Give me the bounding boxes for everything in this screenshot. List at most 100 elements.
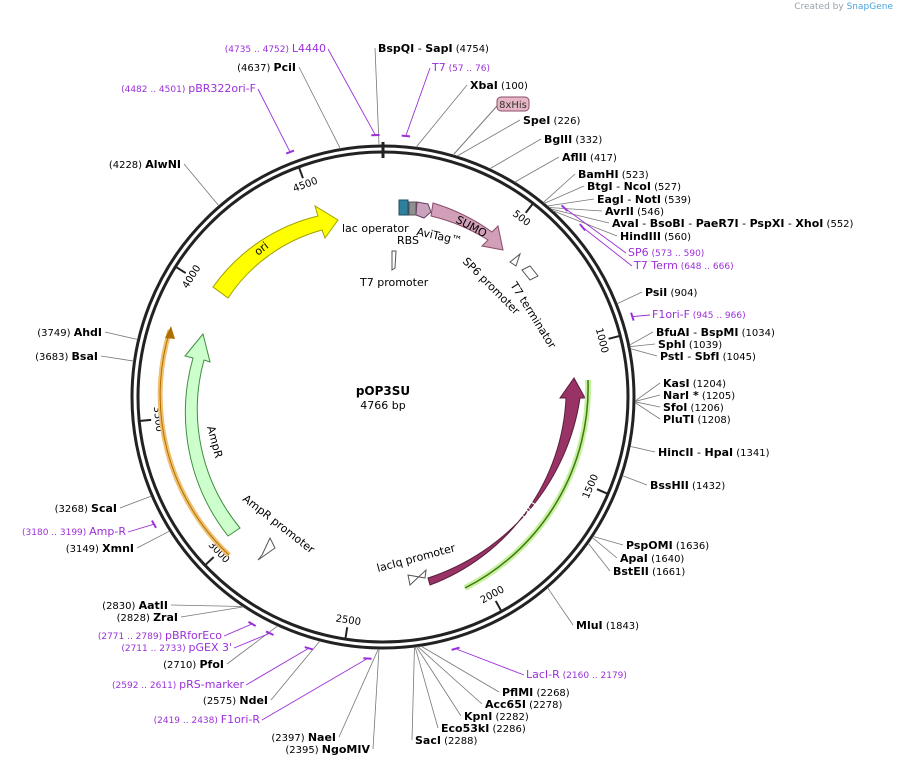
site-label: PspOMI (1636): [626, 539, 709, 552]
site-name: PspXI: [750, 217, 785, 230]
site-label: SfoI (1206): [663, 401, 724, 414]
plasmid-length: 4766 bp: [360, 399, 405, 412]
site-pos: (1341): [733, 448, 770, 459]
tick-label: 4500: [292, 176, 320, 195]
primer-label: SP6 (573 .. 590): [628, 246, 704, 259]
site-name: SapI: [425, 42, 452, 55]
primer-label: (2592 .. 2611) pRS-marker: [112, 678, 244, 691]
site-name: BtgI: [587, 180, 613, 193]
site-label: (2828) ZraI: [117, 611, 178, 624]
site-name: AvaI: [612, 217, 639, 230]
feature-label-laciq-promoter: lacIq promoter: [375, 541, 457, 575]
site-pos: (2397): [271, 733, 307, 744]
primer-name: pBR322ori-F: [188, 82, 256, 95]
his-tag-label: 8xHis: [499, 100, 527, 111]
primer-mark: [285, 149, 295, 155]
site-leader: [634, 401, 661, 408]
site-name: MluI: [576, 619, 603, 632]
feature-label-lac-operator: lac operator: [342, 222, 409, 235]
site-label: HindIII (560): [620, 230, 691, 243]
watermark: Created by SnapGene: [794, 2, 893, 12]
site-leader: [630, 348, 658, 357]
site-label: NarI * (1205): [663, 389, 735, 402]
site-pos: (1206): [687, 403, 724, 414]
site-name: BsoBI: [650, 217, 685, 230]
site-leader: [104, 331, 138, 340]
primer-range: (648 .. 666): [678, 262, 734, 272]
site-name: PstI: [660, 350, 684, 363]
primer-mark: [579, 223, 587, 232]
site-label: (2830) AatII: [102, 599, 168, 612]
feature-ori-arrow: [212, 204, 339, 299]
site-name: XbaI: [470, 79, 498, 92]
site-label: XbaI (100): [470, 79, 528, 92]
site-leader: [417, 646, 483, 705]
primer-range: (4735 .. 4752): [225, 45, 292, 55]
feature-rbs-block: [408, 201, 417, 216]
tick-label: 4000: [181, 263, 204, 290]
site-name: AflII: [562, 151, 587, 164]
primer-range: (573 .. 590): [649, 249, 705, 259]
site-name: PfoI: [200, 658, 225, 671]
site-leader: [183, 163, 220, 207]
site-pos: (3268): [55, 504, 91, 515]
site-pos: (2710): [163, 660, 199, 671]
site-name: PsiI: [645, 286, 667, 299]
tick-label: 1500: [581, 473, 601, 501]
site-label: (3268) ScaI: [55, 502, 117, 515]
site-leader: [372, 648, 380, 750]
site-leader: [622, 475, 648, 486]
primer-range: (57 .. 76): [446, 64, 490, 74]
site-name: XhoI: [795, 217, 823, 230]
site-leader: [634, 394, 661, 402]
primer-mark: [630, 312, 635, 321]
site-leader: [100, 355, 134, 362]
site-sep: -: [690, 326, 701, 339]
site-leader: [489, 138, 542, 170]
site-pos: (2830): [102, 601, 138, 612]
site-label: PflMI (2268): [502, 686, 570, 699]
site-label: AvaI - BsoBI - PaeR7I - PspXI - XhoI (55…: [612, 217, 854, 230]
site-pos: (2288): [441, 736, 478, 747]
site-leader: [456, 119, 521, 157]
site-label: MluI (1843): [576, 619, 639, 632]
backbone: [130, 142, 636, 650]
site-leader: [170, 604, 243, 607]
site-pos: (1843): [603, 621, 640, 632]
plasmid-name: pOP3SU: [356, 384, 410, 398]
site-label: HincII - HpaI (1341): [658, 446, 770, 459]
site-name: SfoI: [663, 401, 687, 414]
primer-label: (3180 .. 3199) Amp-R: [22, 525, 126, 538]
primer-label: (2771 .. 2789) pBRforEco: [98, 629, 222, 642]
primer-name: T7 Term: [633, 259, 678, 272]
primer-leader: [455, 648, 525, 676]
site-sep: -: [613, 180, 624, 193]
site-label: (3149) XmnI: [66, 542, 134, 555]
site-pos: (1208): [694, 415, 731, 426]
site-name: PaeR7I: [696, 217, 739, 230]
primer-label: T7 Term (648 .. 666): [633, 259, 734, 272]
site-name: NcoI: [624, 180, 651, 193]
feature-laciq-promoter-arrow: [407, 568, 427, 586]
primer-name: pRS-marker: [179, 678, 244, 691]
site-leader: [416, 646, 462, 717]
site-leader: [550, 208, 610, 224]
site-leader: [514, 156, 560, 183]
site-pos: (1039): [686, 340, 723, 351]
site-label: AflII (417): [562, 151, 617, 164]
site-name: NaeI: [308, 731, 336, 744]
site-sep: -: [739, 217, 750, 230]
primer-leader: [632, 314, 651, 318]
site-leader: [630, 445, 656, 453]
tick-mark: [596, 488, 609, 495]
primer-label: (4482 .. 4501) pBR322ori-F: [121, 82, 256, 95]
site-sep: -: [639, 217, 650, 230]
primer-leader: [233, 632, 270, 649]
site-pos: (527): [651, 182, 681, 193]
site-leader: [634, 402, 661, 420]
site-name: AlwNI: [145, 158, 181, 171]
primer-name: F1ori-F: [652, 308, 690, 321]
site-leader: [592, 535, 624, 546]
site-label: (3749) AhdI: [37, 326, 102, 339]
site-name: BglII: [544, 133, 572, 146]
